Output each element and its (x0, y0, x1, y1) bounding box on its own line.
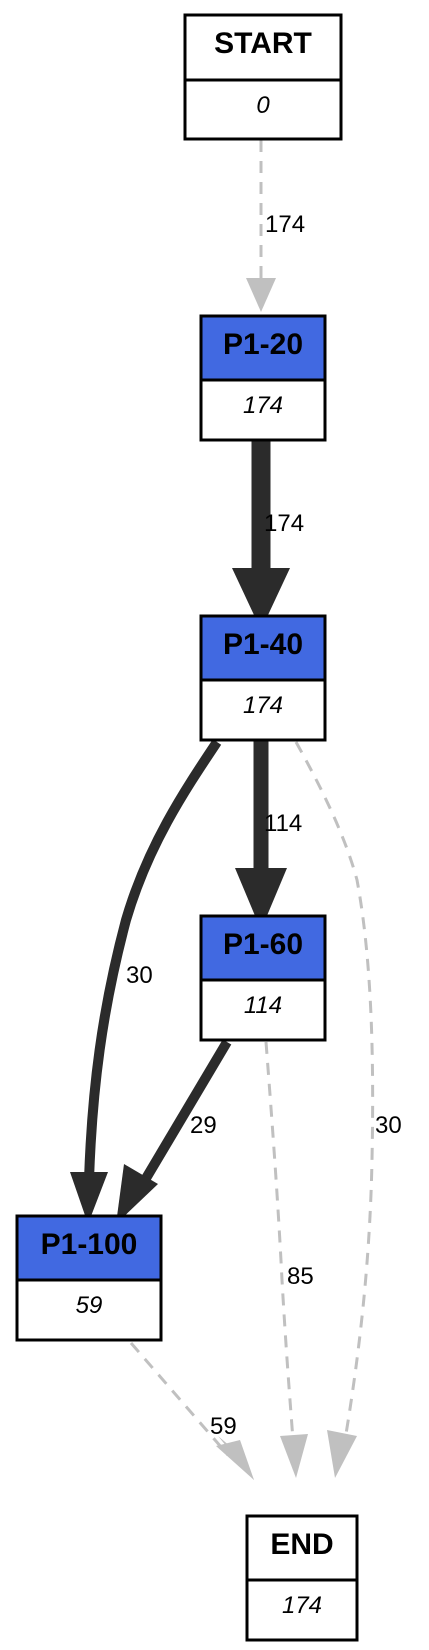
node-title: END (270, 1528, 333, 1561)
node-end[interactable]: END 174 (245, 1514, 359, 1642)
edge-p1-40-to-end: 30 (294, 741, 402, 1478)
node-p1-20[interactable]: P1-20 174 (199, 314, 327, 442)
edge-label: 29 (190, 1112, 217, 1139)
node-title: P1-60 (223, 928, 303, 961)
edge-label: 30 (375, 1112, 402, 1139)
edge-p1-100-to-end: 59 (129, 1342, 254, 1480)
edge-label: 114 (264, 810, 302, 837)
node-count: 114 (244, 992, 282, 1019)
node-title: P1-40 (223, 628, 303, 661)
edge-label: 174 (264, 510, 304, 537)
edge-p1-60-to-end: 85 (264, 1041, 314, 1478)
edge-p1-40-to-p1-60: 114 (235, 740, 302, 930)
edge-label: 174 (265, 211, 305, 238)
node-title: P1-20 (223, 328, 303, 361)
node-p1-100[interactable]: P1-100 59 (15, 1214, 163, 1342)
node-title: START (214, 27, 312, 60)
edge-start-to-p1-20: 174 (246, 140, 305, 312)
node-count: 174 (243, 392, 283, 419)
edge-p1-60-to-p1-100: 29 (116, 1039, 232, 1224)
node-p1-40[interactable]: P1-40 174 (199, 614, 327, 742)
node-count: 0 (256, 92, 270, 119)
edge-label: 30 (126, 962, 153, 989)
node-p1-60[interactable]: P1-60 114 (199, 914, 327, 1042)
edge-p1-20-to-p1-40: 174 (232, 440, 304, 630)
edge-label: 85 (287, 1263, 314, 1290)
edge-label: 59 (210, 1413, 237, 1440)
edge-p1-40-to-p1-100: 30 (70, 739, 222, 1224)
node-count: 59 (76, 1292, 103, 1319)
node-start[interactable]: START 0 (183, 13, 343, 141)
node-title: P1-100 (41, 1228, 138, 1261)
node-count: 174 (282, 1592, 322, 1619)
node-count: 174 (243, 692, 283, 719)
